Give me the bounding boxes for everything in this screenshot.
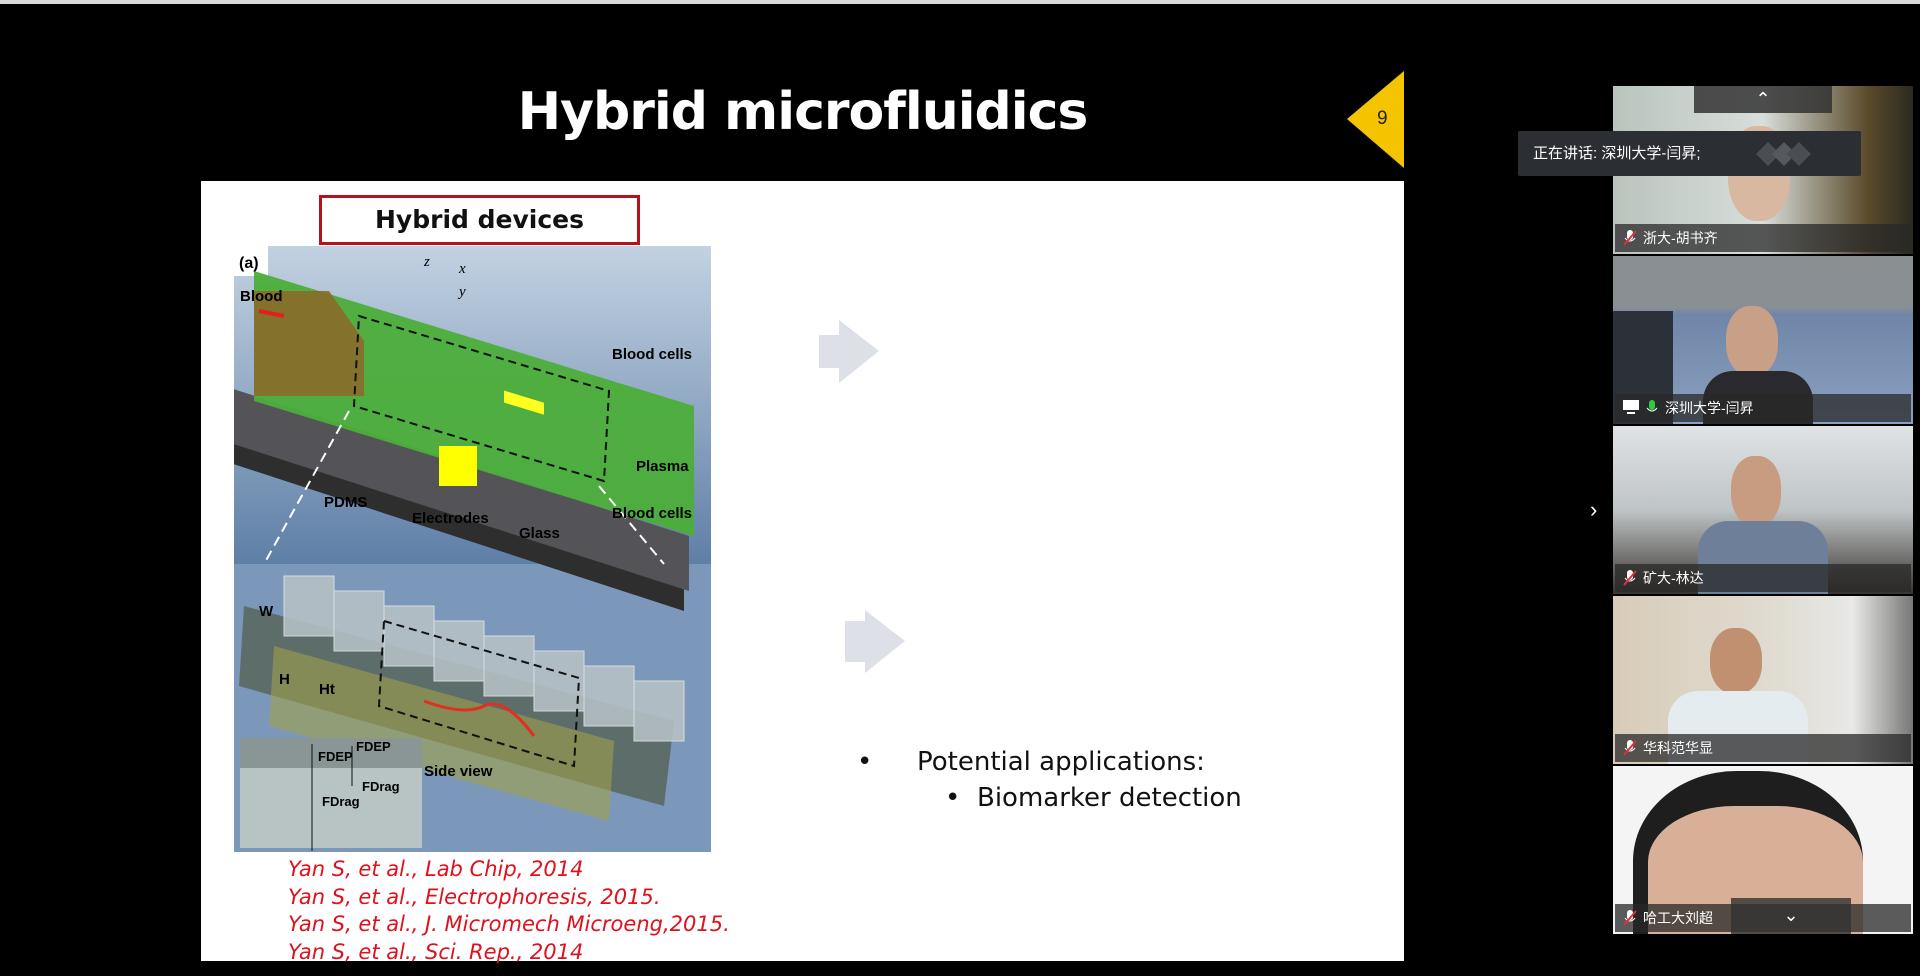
label-pdms: PDMS: [324, 494, 367, 511]
name-bar: 矿大-林达: [1615, 564, 1911, 592]
citation: Yan S, et al., Sci. Rep., 2014: [288, 939, 584, 964]
axis-x: x: [458, 261, 466, 277]
label-fdep-1: FDEP: [318, 749, 353, 764]
arrow-right-icon: [819, 320, 879, 383]
citations: Yan S, et al., Lab Chip, 2014 Yan S, et …: [288, 856, 730, 966]
participant-video-panel: 浙大-胡书齐 深圳大学-闫昇 矿大-林达 华科范华显 哈工大刘超 ⌃ ⌄: [1613, 86, 1913, 934]
label-glass: Glass: [519, 525, 560, 542]
slide-number: 9: [1377, 108, 1388, 129]
slide-content: Hybrid devices (a) Blood Blood cells Pla…: [201, 181, 1404, 964]
label-electrodes: Electrodes: [412, 510, 489, 527]
bullet-dot: •: [857, 747, 873, 777]
screen-share-icon: [1623, 399, 1639, 417]
participant-tile[interactable]: 华科范华显: [1613, 596, 1913, 764]
label-fdep-2: FDEP: [356, 739, 391, 754]
participant-name: 浙大-胡书齐: [1643, 230, 1718, 246]
axis-y: y: [457, 284, 466, 300]
participant-name: 矿大-林达: [1643, 570, 1704, 586]
citation: Yan S, et al., Electrophoresis, 2015.: [288, 884, 661, 909]
label-ht: Ht: [319, 681, 335, 698]
expand-panel-button[interactable]: ›: [1590, 497, 1598, 522]
slide-title: Hybrid microfluidics: [517, 82, 1089, 142]
label-w: W: [259, 603, 274, 620]
label-fdrag-1: FDrag: [362, 779, 400, 794]
label-blood-cells-bottom: Blood cells: [612, 505, 692, 522]
bullet-biomarker-detection: Biomarker detection: [977, 783, 1242, 813]
bullet-dot: •: [945, 783, 961, 813]
scroll-up-button[interactable]: ⌃: [1694, 86, 1832, 113]
top-border: [0, 0, 1920, 4]
label-plasma: Plasma: [636, 458, 689, 475]
participant-name: 深圳大学-闫昇: [1665, 400, 1754, 416]
mic-muted-icon: [1623, 740, 1637, 756]
arrow-right-icon: [845, 610, 905, 673]
device-figure: (a) Blood Blood cells Plasma Blood cells…: [234, 246, 711, 852]
participant-name: 华科范华显: [1643, 740, 1713, 756]
label-blood: Blood: [240, 288, 283, 305]
participant-tile[interactable]: 矿大-林达: [1613, 426, 1913, 594]
scroll-down-button[interactable]: ⌄: [1731, 898, 1851, 934]
bullet-potential-applications: Potential applications:: [917, 747, 1205, 777]
slide-number-badge: 9: [1347, 71, 1404, 168]
participant-name: 哈工大刘超: [1643, 910, 1713, 926]
mic-muted-icon: [1623, 570, 1637, 586]
hybrid-devices-heading: Hybrid devices: [319, 195, 640, 245]
mic-active-icon: [1645, 400, 1659, 416]
figure-label-a: (a): [239, 255, 259, 272]
label-h: H: [279, 671, 290, 688]
app-logo-icon: [1756, 142, 1811, 166]
mic-muted-icon: [1623, 910, 1637, 926]
label-fdrag-2: FDrag: [322, 794, 360, 809]
participant-tile[interactable]: 深圳大学-闫昇: [1613, 256, 1913, 424]
citation: Yan S, et al., J. Micromech Microeng,201…: [288, 912, 730, 936]
name-bar: 华科范华显: [1615, 734, 1911, 762]
mic-muted-icon: [1623, 230, 1637, 246]
active-speaker-text: 正在讲话: 深圳大学-闫昇;: [1533, 145, 1701, 162]
label-side-view: Side view: [424, 763, 493, 780]
active-speaker-tooltip: 正在讲话: 深圳大学-闫昇;: [1518, 131, 1861, 176]
name-bar: 深圳大学-闫昇: [1615, 394, 1911, 422]
name-bar: 浙大-胡书齐: [1615, 224, 1911, 252]
citation: Yan S, et al., Lab Chip, 2014: [288, 857, 584, 881]
axis-z: z: [423, 254, 430, 270]
bullet-list: • Potential applications: • Biomarker dete…: [857, 744, 1242, 816]
label-blood-cells-top: Blood cells: [612, 346, 692, 363]
